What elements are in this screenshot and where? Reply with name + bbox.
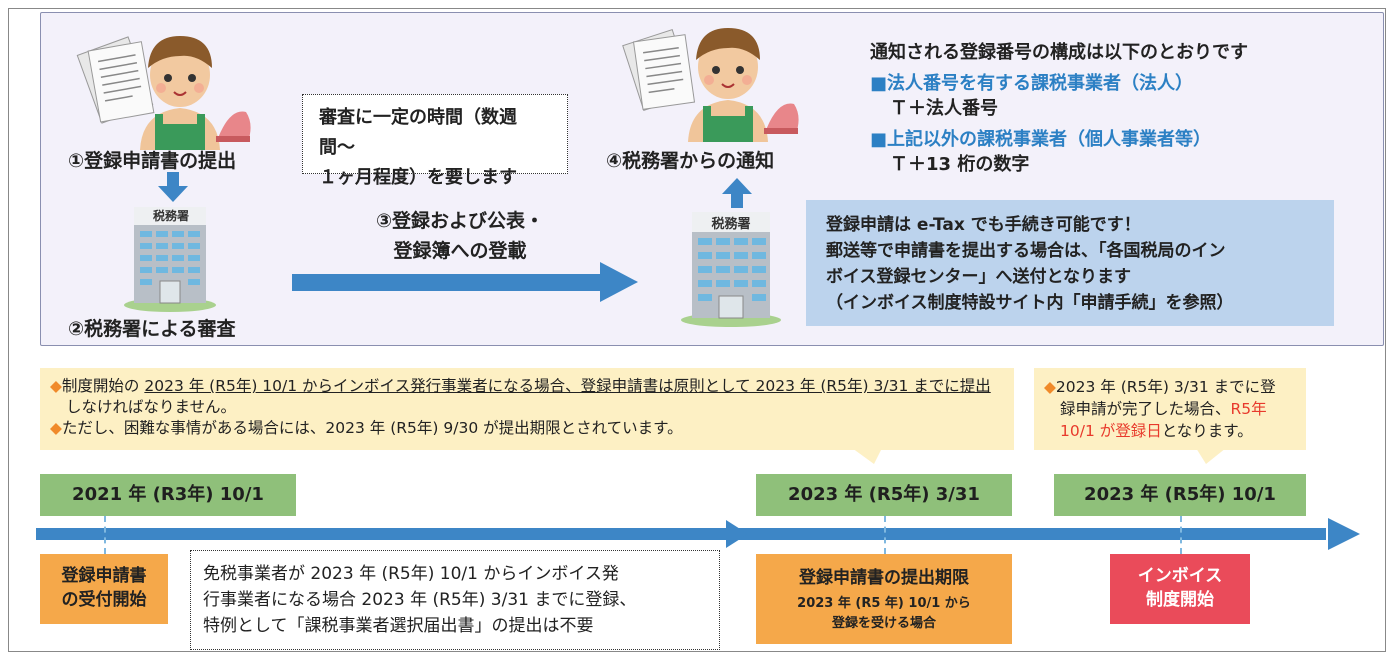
diamond-bullet-icon: ◆ — [1044, 378, 1056, 396]
note-bullet-1-prefix: 制度開始の — [61, 377, 145, 395]
clerk-receiving-notice-illustration — [622, 12, 812, 142]
date-label-2021-10-01: 2021 年 (R3年) 10/1 — [40, 474, 296, 516]
note-right-line-3: となります。 — [1161, 422, 1253, 440]
start-label-line-1: 登録申請書 — [61, 566, 147, 586]
note-right-highlight-2: 10/1 が登録日 — [1060, 422, 1162, 440]
etax-line-4: （インボイス制度特設サイト内「申請手続」を参照） — [826, 293, 1234, 313]
application-start-box: 登録申請書 の受付開始 — [40, 554, 168, 624]
deadline-subtitle-2: 登録を受ける場合 — [831, 616, 936, 631]
person-icon — [140, 36, 220, 150]
exempt-note-line-1: 免税事業者が 2023 年 (R5年) 10/1 からインボイス発 — [203, 564, 619, 584]
step-publish-label: ③登録および公表・ 登録簿への登載 — [330, 206, 590, 266]
callout-pointer — [1196, 448, 1226, 464]
invoice-start-line-2: 制度開始 — [1146, 590, 1214, 610]
tax-office-building-icon — [120, 205, 220, 313]
callout-pointer — [852, 448, 882, 464]
etax-line-3: ボイス登録センター」へ送付となります — [826, 267, 1131, 287]
document-icon — [622, 28, 696, 112]
right-arrow-icon — [292, 262, 638, 302]
application-deadline-note: ◆制度開始の 2023 年 (R5年) 10/1 からインボイス発行事業者になる… — [40, 368, 1014, 450]
deadline-subtitle-1: 2023 年 (R5 年) 10/1 から — [797, 596, 971, 611]
outer-frame — [8, 8, 1386, 652]
review-time-note: 審査に一定の時間（数週間〜 １ヶ月程度）を要します — [302, 94, 568, 188]
clerk-with-documents-illustration — [70, 20, 260, 150]
exempt-note-line-2: 行事業者になる場合 2023 年 (R5年) 3/31 までに登録、 — [203, 590, 637, 610]
timeline-tick — [1180, 516, 1184, 554]
registration-date-note: ◆2023 年 (R5年) 3/31 までに登 録申請が完了した場合、R5年 1… — [1034, 368, 1306, 450]
note-bullet-2-text: ただし、困難な事情がある場合には、2023 年 (R5年) 9/30 が提出期限… — [61, 419, 683, 437]
deadline-title: 登録申請書の提出期限 — [799, 568, 969, 588]
etax-info-box: 登録申請は e-Tax でも手続き可能です！ 郵送等で申請書を提出する場合は、「… — [806, 200, 1334, 326]
individual-number-format: Ｔ＋13 桁の数字 — [890, 154, 1030, 175]
down-arrow-icon — [158, 172, 188, 202]
note-right-line-2: 録申請が完了した場合、 — [1060, 400, 1231, 418]
tax-office-building-icon — [676, 210, 786, 328]
step-submit-label: ①登録申請書の提出 — [68, 150, 237, 172]
office-sign-1: 税務署 — [152, 209, 189, 223]
office-sign-2: 税務署 — [711, 217, 751, 232]
note-right-line-1: 2023 年 (R5年) 3/31 までに登 — [1055, 378, 1276, 396]
exempt-business-note: 免税事業者が 2023 年 (R5年) 10/1 からインボイス発 行事業者にな… — [190, 550, 720, 650]
invoice-start-line-1: インボイス — [1137, 566, 1223, 586]
application-deadline-box: 登録申請書の提出期限 2023 年 (R5 年) 10/1 から 登録を受ける場… — [756, 554, 1012, 644]
note-bullet-1: ◆制度開始の 2023 年 (R5年) 10/1 からインボイス発行事業者になる… — [50, 376, 1004, 418]
etax-line-1: 登録申請は e-Tax でも手続き可能です！ — [826, 215, 1141, 235]
step-publish-line-2: 登録簿への登載 — [393, 240, 527, 262]
review-time-line-2: １ヶ月程度）を要します — [319, 167, 517, 188]
timeline-arrow — [36, 516, 1360, 552]
note-right-highlight-1: R5年 — [1230, 400, 1267, 418]
step-review-label: ②税務署による審査 — [68, 318, 236, 340]
review-time-line-1: 審査に一定の時間（数週間〜 — [319, 107, 517, 158]
invoice-system-start-box: インボイス 制度開始 — [1110, 554, 1250, 624]
document-icon — [76, 36, 155, 124]
date-label-2023-03-31: 2023 年 (R5年) 3/31 — [756, 474, 1012, 516]
person-icon — [688, 28, 768, 142]
note-bullet-1-underlined: 2023 年 (R5年) 10/1 からインボイス発行事業者になる場合、登録申請… — [144, 377, 991, 395]
start-label-line-2: の受付開始 — [61, 590, 147, 610]
step-publish-line-1: ③登録および公表・ — [375, 210, 545, 232]
diamond-bullet-icon: ◆ — [50, 419, 62, 437]
up-arrow-icon — [722, 178, 752, 208]
corporate-number-format: Ｔ＋法人番号 — [890, 98, 998, 119]
date-label-2023-10-01: 2023 年 (R5年) 10/1 — [1054, 474, 1306, 516]
timeline-tick — [884, 516, 888, 554]
individual-category: ■上記以外の課税事業者（個人事業者等） — [870, 129, 1212, 150]
step-notify-label: ④税務署からの通知 — [606, 150, 775, 172]
note-bullet-1-suffix: しなければなりません。 — [66, 398, 237, 416]
registration-number-heading: 通知される登録番号の構成は以下のとおりです — [870, 42, 1248, 63]
exempt-note-line-3: 特例として「課税事業者選択届出書」の提出は不要 — [203, 616, 594, 636]
etax-line-2: 郵送等で申請書を提出する場合は、「各国税局のイン — [826, 241, 1226, 261]
timeline-tick — [104, 516, 108, 554]
stamp-icon — [216, 111, 251, 142]
stamp-icon — [764, 103, 799, 134]
note-bullet-2: ◆ただし、困難な事情がある場合には、2023 年 (R5年) 9/30 が提出期… — [50, 418, 1004, 439]
diamond-bullet-icon: ◆ — [50, 377, 62, 395]
registration-number-info: 通知される登録番号の構成は以下のとおりです ■法人番号を有する課税事業者（法人）… — [870, 40, 1360, 177]
corporate-category: ■法人番号を有する課税事業者（法人） — [870, 73, 1194, 94]
